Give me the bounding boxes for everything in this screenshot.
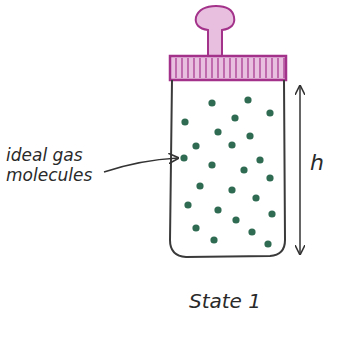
gas-molecule	[246, 132, 253, 139]
hatch-stroke	[187, 58, 188, 78]
gas-molecule	[248, 228, 255, 235]
gas-molecule	[192, 224, 199, 231]
gas-molecule	[180, 154, 187, 161]
hatch-stroke	[193, 58, 194, 78]
gas-molecule	[244, 96, 251, 103]
gas-molecule	[228, 141, 235, 148]
lid-handle	[196, 6, 235, 58]
hatch-stroke	[265, 58, 266, 78]
gas-molecule	[208, 161, 215, 168]
gas-molecule	[232, 216, 239, 223]
gas-molecule	[214, 206, 221, 213]
gas-molecule	[252, 194, 259, 201]
jar-lid	[170, 56, 286, 80]
hatch-stroke	[277, 58, 278, 78]
hatch-stroke	[253, 58, 254, 78]
jar-body	[170, 80, 285, 257]
molecule-label: ideal gas molecules	[6, 146, 102, 185]
gas-molecule	[192, 142, 199, 149]
hatch-stroke	[271, 58, 272, 78]
gas-molecule	[214, 128, 221, 135]
hatch-stroke	[199, 58, 200, 78]
caption: State 1	[170, 290, 280, 313]
gas-molecules	[180, 96, 275, 247]
hatch-stroke	[241, 58, 242, 78]
height-label: h	[310, 150, 338, 175]
gas-molecule	[256, 156, 263, 163]
hatch-stroke	[283, 58, 284, 78]
hatch-stroke	[247, 58, 248, 78]
gas-molecule	[268, 210, 275, 217]
hatch-stroke	[259, 58, 260, 78]
hatch-stroke	[223, 58, 224, 78]
gas-molecule	[196, 182, 203, 189]
gas-molecule	[210, 236, 217, 243]
gas-molecule	[266, 174, 273, 181]
gas-molecule	[264, 240, 271, 247]
gas-molecule	[228, 186, 235, 193]
gas-molecule	[184, 201, 191, 208]
hatch-stroke	[175, 58, 176, 78]
hatch-stroke	[235, 58, 236, 78]
hatch-stroke	[181, 58, 182, 78]
hatch-stroke	[211, 58, 212, 78]
lid-hatching	[176, 58, 284, 78]
hatch-stroke	[217, 58, 218, 78]
leader-arrow	[104, 158, 178, 172]
height-arrow	[299, 86, 301, 254]
gas-molecule	[240, 166, 247, 173]
gas-molecule	[208, 99, 215, 106]
gas-molecule	[231, 114, 238, 121]
hatch-stroke	[229, 58, 230, 78]
gas-molecule	[181, 118, 188, 125]
gas-molecule	[266, 109, 273, 116]
hatch-stroke	[205, 58, 206, 78]
